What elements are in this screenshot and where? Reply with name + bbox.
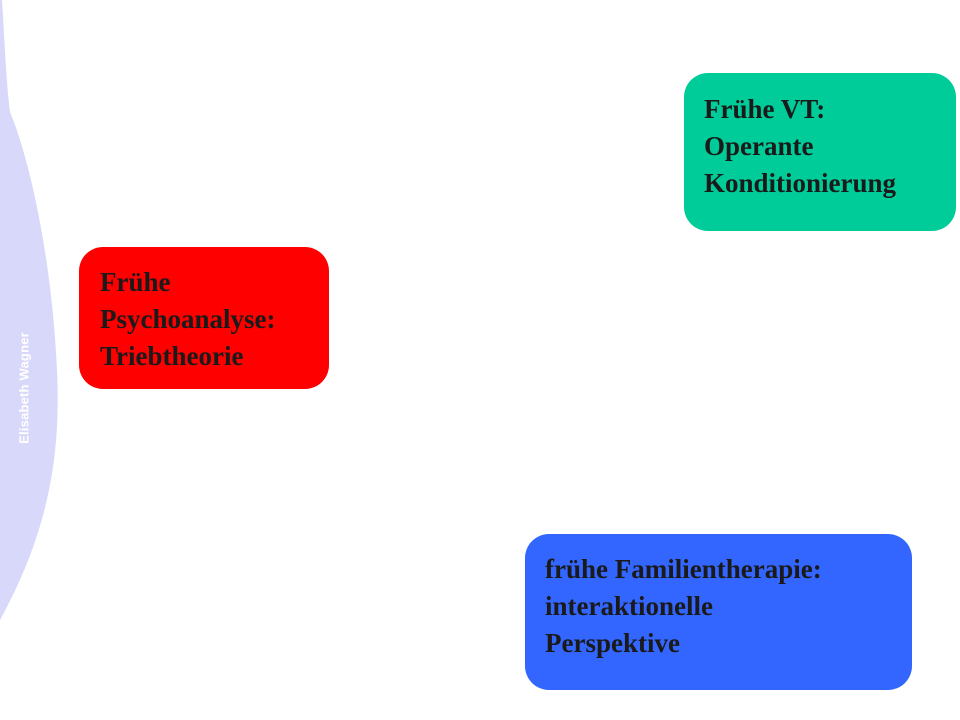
box-early-psychoanalysis: Frühe Psychoanalyse: Triebtheorie [79,247,329,389]
box-pa-line-3: Triebtheorie [100,341,244,371]
side-band-shape [0,0,58,620]
box-pa-line-2: Psychoanalyse: [100,304,276,334]
box-vt-line-3: Konditionierung [704,168,897,198]
box-ft-line-3: Perspektive [545,628,680,658]
box-vt-line-1: Frühe VT: [704,94,826,124]
box-pa-line-1: Frühe [100,267,171,297]
box-early-behavior-therapy: Frühe VT: Operante Konditionierung [684,73,956,231]
author-label: Elisabeth Wagner [16,332,32,444]
side-band [0,0,70,720]
box-early-family-therapy: frühe Familientherapie: interaktionelle … [525,534,912,690]
box-ft-line-2: interaktionelle [545,591,713,621]
box-ft-line-1: frühe Familientherapie: [545,554,822,584]
box-vt-line-2: Operante [704,131,814,161]
